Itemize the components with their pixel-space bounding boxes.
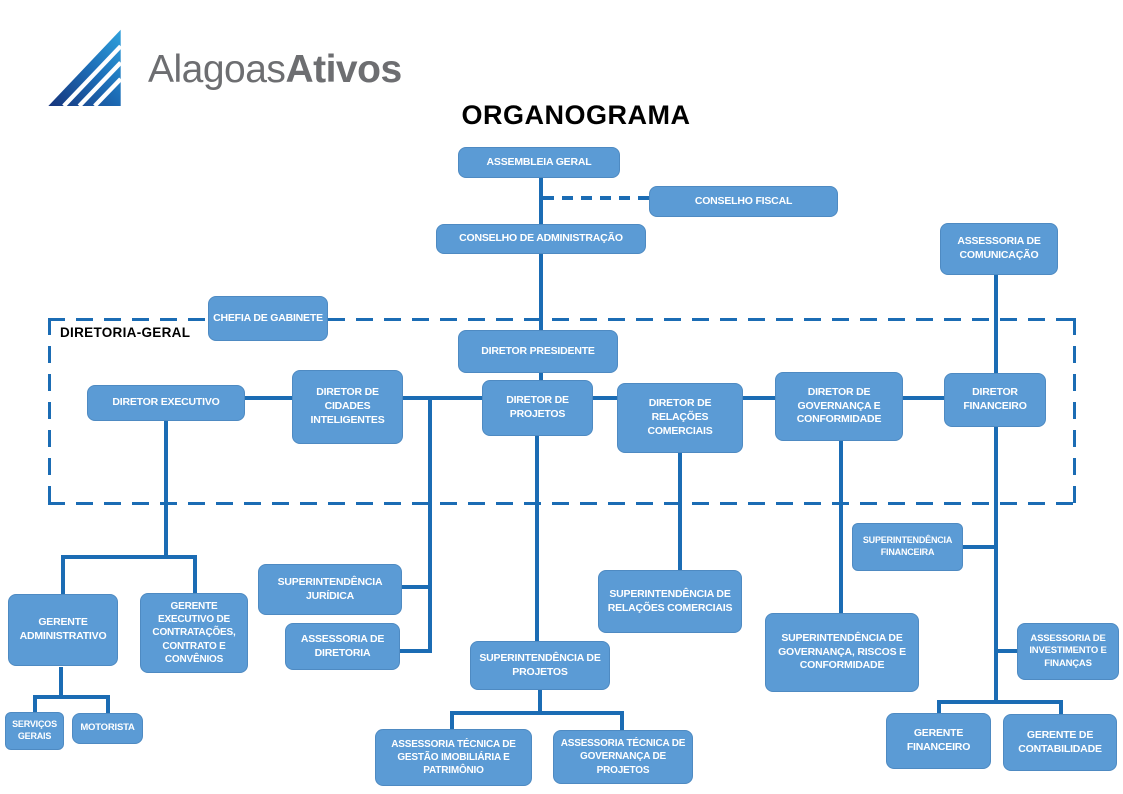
- node-conselho-de-administracao: CONSELHO DE ADMINISTRAÇÃO: [436, 224, 646, 254]
- connector-line: [398, 649, 430, 653]
- logo-triangle-icon: [48, 29, 123, 106]
- page-title: ORGANOGRAMA: [461, 100, 691, 130]
- connector-line: [164, 420, 168, 559]
- node-diretor-executivo: DIRETOR EXECUTIVO: [87, 385, 245, 421]
- node-gerente-de-contabilidade: GERENTE DE CONTABILIDADE: [1003, 714, 1117, 771]
- connector-line: [428, 398, 432, 653]
- node-diretor-de-cidades-inteligentes: DIRETOR DE CIDADES INTELIGENTES: [292, 370, 403, 444]
- group-label-diretoria-geral: DIRETORIA-GERAL: [60, 325, 191, 340]
- node-assessoria-tecnica-gestao-imobiliaria: ASSESSORIA TÉCNICA DE GESTÃO IMOBILIÁRIA…: [375, 729, 532, 786]
- connector-line: [61, 555, 65, 594]
- connector-line: [450, 711, 624, 715]
- connector-line: [400, 585, 430, 589]
- connector-line: [61, 555, 197, 559]
- connector-line: [106, 695, 110, 713]
- connector-line: [538, 689, 542, 714]
- group-border-right: [1073, 318, 1076, 505]
- connector-line-dashed: [543, 196, 651, 200]
- connector-line: [59, 667, 63, 698]
- node-assessoria-de-diretoria: ASSESSORIA DE DIRETORIA: [285, 623, 400, 670]
- connector-line: [996, 649, 1019, 653]
- connector-line: [535, 435, 539, 645]
- group-border-left: [48, 318, 51, 505]
- group-border-bottom: [48, 502, 1076, 505]
- node-superintendencia-financeira: SUPERINTENDÊNCIA FINANCEIRA: [852, 523, 963, 571]
- node-assessoria-de-investimento-e-financas: ASSESSORIA DE INVESTIMENTO E FINANÇAS: [1017, 623, 1119, 680]
- node-assessoria-de-comunicacao: ASSESSORIA DE COMUNICAÇÃO: [940, 223, 1058, 275]
- node-diretor-de-governanca-e-conformidade: DIRETOR DE GOVERNANÇA E CONFORMIDADE: [775, 372, 903, 441]
- node-motorista: MOTORISTA: [72, 713, 143, 744]
- group-border-top: [48, 318, 1076, 321]
- connector-line: [33, 695, 110, 699]
- node-superintendencia-de-relacoes-comerciais: SUPERINTENDÊNCIA DE RELAÇÕES COMERCIAIS: [598, 570, 742, 633]
- node-gerente-financeiro: GERENTE FINANCEIRO: [886, 713, 991, 769]
- connector-line: [450, 711, 454, 730]
- node-diretor-de-projetos: DIRETOR DE PROJETOS: [482, 380, 593, 436]
- connector-line: [33, 695, 37, 713]
- node-gerente-executivo-de-contratacoes: GERENTE EXECUTIVO DE CONTRATAÇÕES, CONTR…: [140, 593, 248, 673]
- connector-line: [937, 700, 941, 714]
- connector-line: [678, 453, 682, 571]
- node-assessoria-tecnica-governanca-projetos: ASSESSORIA TÉCNICA DE GOVERNANÇA DE PROJ…: [553, 730, 693, 784]
- connector-line: [937, 700, 1063, 704]
- brand-bold: Ativos: [285, 48, 402, 91]
- node-superintendencia-de-governanca-riscos: SUPERINTENDÊNCIA DE GOVERNANÇA, RISCOS E…: [765, 613, 919, 692]
- node-assembleia-geral: ASSEMBLEIA GERAL: [458, 147, 620, 178]
- connector-line: [994, 275, 998, 704]
- connector-line: [539, 177, 543, 225]
- connector-line: [539, 254, 543, 332]
- node-conselho-fiscal: CONSELHO FISCAL: [649, 186, 838, 217]
- brand-regular: Alagoas: [148, 48, 286, 91]
- node-diretor-presidente: DIRETOR PRESIDENTE: [458, 330, 618, 373]
- node-chefia-de-gabinete: CHEFIA DE GABINETE: [208, 296, 328, 341]
- brand-logo-text: AlagoasAtivos: [148, 48, 402, 92]
- node-diretor-financeiro: DIRETOR FINANCEIRO: [944, 373, 1046, 427]
- connector-line: [193, 555, 197, 595]
- node-superintendencia-de-projetos: SUPERINTENDÊNCIA DE PROJETOS: [470, 641, 610, 690]
- node-servicos-gerais: SERVIÇOS GERAIS: [5, 712, 64, 750]
- node-diretor-de-relacoes-comerciais: DIRETOR DE RELAÇÕES COMERCIAIS: [617, 383, 743, 453]
- node-superintendencia-juridica: SUPERINTENDÊNCIA JURÍDICA: [258, 564, 402, 615]
- connector-line: [1059, 700, 1063, 715]
- node-gerente-administrativo: GERENTE ADMINISTRATIVO: [8, 594, 118, 666]
- connector-line: [620, 711, 624, 731]
- connector-line: [839, 440, 843, 614]
- connector-line: [961, 545, 995, 549]
